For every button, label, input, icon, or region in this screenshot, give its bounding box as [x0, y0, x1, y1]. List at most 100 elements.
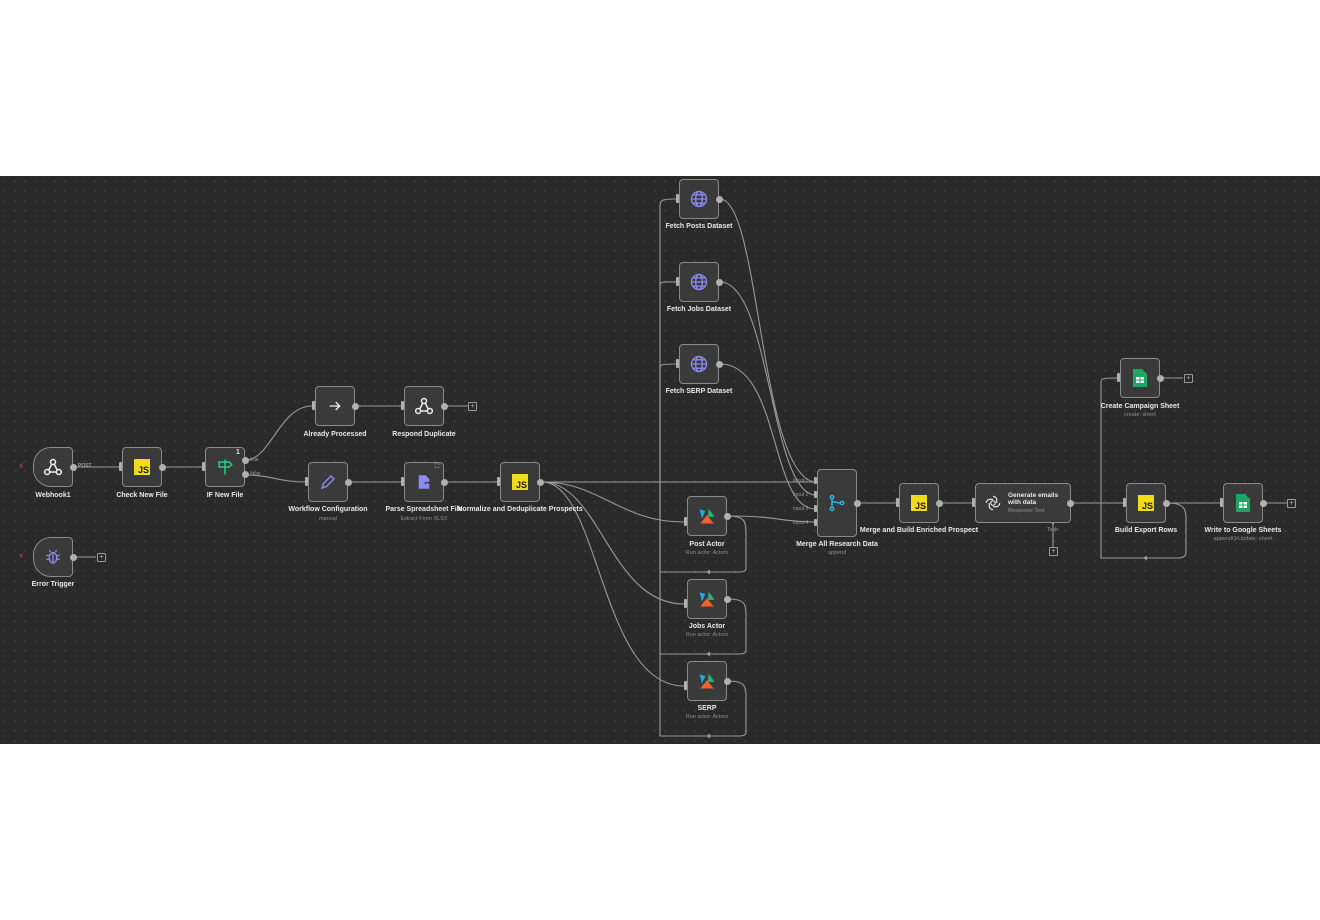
node-respond-duplicate[interactable]	[404, 386, 444, 426]
output-handle[interactable]	[716, 196, 723, 203]
wire-posts-merge	[719, 198, 816, 483]
output-handle[interactable]	[1157, 375, 1164, 382]
node-subtitle: Response Text	[1008, 507, 1045, 514]
input-handle-3[interactable]	[814, 505, 817, 512]
input-handle[interactable]	[312, 401, 315, 410]
node-label: Fetch SERP Dataset	[665, 388, 733, 395]
node-parse-spreadsheet[interactable]	[404, 462, 444, 502]
output-handle[interactable]	[724, 513, 731, 520]
output-handle[interactable]	[1067, 500, 1074, 507]
node-subtitle: appendOrUpdate: sheet	[1213, 536, 1273, 542]
output-handle[interactable]	[537, 479, 544, 486]
output-handle[interactable]	[70, 464, 77, 471]
node-fetch-jobs[interactable]	[679, 262, 719, 302]
output-handle[interactable]	[70, 554, 77, 561]
input-handle[interactable]	[684, 517, 687, 526]
node-error-trigger[interactable]	[33, 537, 73, 577]
input-handle[interactable]	[1123, 498, 1126, 507]
node-post-actor[interactable]	[687, 496, 727, 536]
node-label: Create Campaign Sheet	[1100, 403, 1180, 410]
node-generate-emails[interactable]: Generate emails with data Response Text	[975, 483, 1071, 523]
input-handle[interactable]	[119, 462, 122, 471]
node-workflow-configuration[interactable]	[308, 462, 348, 502]
add-node-button[interactable]: +	[1287, 499, 1296, 508]
input-handle[interactable]	[1220, 498, 1223, 507]
node-subtitle: Run actor: Actors	[685, 714, 729, 720]
output-handle[interactable]	[441, 479, 448, 486]
output-handle[interactable]	[724, 596, 731, 603]
expand-icon[interactable]: ⛶	[435, 464, 440, 470]
input-handle[interactable]	[676, 359, 679, 368]
node-fetch-serp[interactable]	[679, 344, 719, 384]
output-handle[interactable]	[345, 479, 352, 486]
node-write-google-sheets[interactable]	[1223, 483, 1263, 523]
tools-label: Tools	[1047, 527, 1059, 533]
output-handle[interactable]	[352, 403, 359, 410]
input-handle[interactable]	[972, 498, 975, 507]
globe-icon	[690, 273, 708, 291]
wire-if-already	[245, 405, 313, 461]
output-handle-false[interactable]	[242, 471, 249, 478]
pencil-icon	[320, 475, 335, 490]
input-handle[interactable]	[896, 498, 899, 507]
add-tool-button[interactable]: +	[1049, 547, 1058, 556]
output-handle[interactable]	[441, 403, 448, 410]
node-title: Generate emails with data	[1008, 491, 1059, 507]
node-already-processed[interactable]	[315, 386, 355, 426]
node-build-export-rows[interactable]: JS	[1126, 483, 1166, 523]
input-handle[interactable]	[676, 194, 679, 203]
node-create-campaign-sheet[interactable]	[1120, 358, 1160, 398]
add-node-button[interactable]: +	[468, 402, 477, 411]
node-webhook[interactable]	[33, 447, 73, 487]
node-jobs-actor[interactable]	[687, 579, 727, 619]
node-merge-build-enriched[interactable]: JS	[899, 483, 939, 523]
wire-serp-merge	[719, 363, 816, 510]
node-label: IF New File	[206, 492, 244, 499]
node-serp-actor[interactable]	[687, 661, 727, 701]
input-handle-4[interactable]	[814, 519, 817, 526]
output-handle[interactable]	[716, 361, 723, 368]
output-handle[interactable]	[1260, 500, 1267, 507]
input-handle[interactable]	[401, 477, 404, 486]
add-node-button[interactable]: +	[1184, 374, 1193, 383]
node-label: Error Trigger	[31, 581, 75, 588]
node-if-new-file[interactable]	[205, 447, 245, 487]
node-label: SERP	[697, 705, 717, 712]
input-label-3: Input 3	[793, 506, 809, 512]
node-merge-all-research[interactable]	[817, 469, 857, 537]
connections-layer	[74, 198, 1287, 739]
output-handle[interactable]	[1163, 500, 1170, 507]
input-handle[interactable]	[202, 462, 205, 471]
input-handle[interactable]	[305, 477, 308, 486]
output-handle-true[interactable]	[242, 457, 249, 464]
output-handle[interactable]	[716, 279, 723, 286]
file-extract-icon	[418, 475, 430, 489]
output-handle[interactable]	[854, 500, 861, 507]
js-icon: JS	[134, 459, 150, 475]
wire-export-loop	[1100, 377, 1187, 559]
node-check-new-file[interactable]: JS	[122, 447, 162, 487]
workflow-canvas[interactable]: ⚡ POST Webhook1 JS Check New File 1 true…	[0, 176, 1320, 744]
input-handle[interactable]	[676, 277, 679, 286]
node-normalize-deduplicate[interactable]: JS	[500, 462, 540, 502]
node-label: Parse Spreadsheet File	[385, 506, 463, 513]
input-handle[interactable]	[1117, 373, 1120, 382]
output-handle[interactable]	[159, 464, 166, 471]
input-handle[interactable]	[684, 599, 687, 608]
apify-icon	[699, 591, 715, 607]
js-icon: JS	[911, 495, 927, 511]
if-signpost-icon	[218, 459, 233, 475]
wire-jobs-merge	[719, 281, 816, 496]
add-node-button[interactable]: +	[97, 553, 106, 562]
input-handle[interactable]	[684, 681, 687, 690]
input-handle-1[interactable]	[814, 477, 817, 484]
input-handle[interactable]	[401, 401, 404, 410]
input-handle-2[interactable]	[814, 491, 817, 498]
node-label: Normalize and Deduplicate Prospects	[457, 506, 583, 513]
wire-jobs-loop	[659, 281, 747, 655]
input-handle[interactable]	[497, 477, 500, 486]
node-fetch-posts[interactable]	[679, 179, 719, 219]
output-handle[interactable]	[724, 678, 731, 685]
output-handle[interactable]	[936, 500, 943, 507]
input-label-1: Input 1	[793, 478, 809, 484]
